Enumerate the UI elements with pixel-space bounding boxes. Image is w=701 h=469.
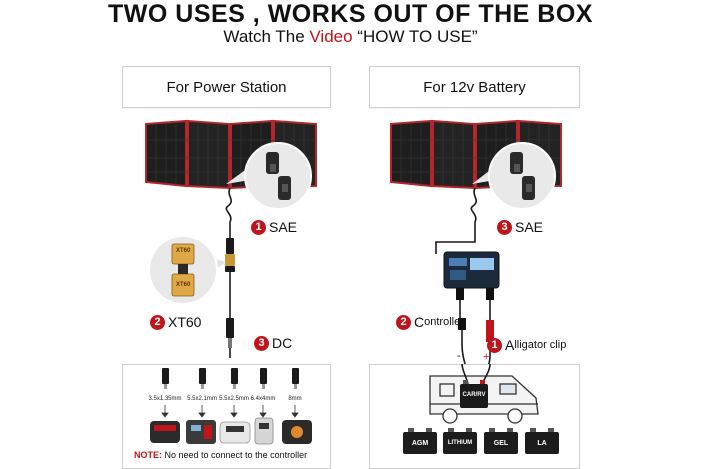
step-label-initial: C [414, 314, 425, 330]
step-number: 2 [150, 314, 165, 330]
battery-type-label: GEL [493, 439, 509, 447]
sae-connector-icon-left [226, 142, 312, 210]
dc-plug-icon [226, 318, 234, 348]
video-link[interactable]: Video [309, 27, 353, 46]
battery-icon-lithium: LITHIUM [443, 428, 477, 454]
step-number: 1 [487, 337, 502, 353]
dc-tip-size: 5.5x2.5mm [219, 396, 249, 402]
battery-header: For 12v Battery [369, 66, 580, 108]
subtitle-prefix: Watch The [223, 27, 310, 46]
minus-sign: - [457, 350, 461, 362]
step-label-rest: lligator clip [514, 339, 567, 351]
plus-sign: + [483, 351, 490, 363]
step-number: 3 [254, 335, 269, 351]
step-label-rest: ontroller [424, 316, 464, 328]
battery-type-label: LA [537, 439, 547, 447]
battery-icon-agm: AGM [403, 428, 437, 454]
alligator-clip-icon [458, 318, 494, 342]
battery-icon-la: LA [525, 428, 559, 454]
step-number: 2 [396, 314, 411, 330]
xt60-connector-icon [225, 238, 235, 272]
battery-type-label: LITHIUM [447, 440, 473, 446]
step-label: SAE [269, 219, 298, 235]
rv-battery-label: CAR/RV [462, 392, 486, 398]
dc-tip-size: 6.4x4mm [250, 396, 276, 402]
cable-left [225, 187, 232, 358]
xt60-zoom-callout [148, 235, 226, 305]
xt60-adapter-bottom-label: XT60 [176, 282, 191, 288]
battery-type-label: AGM [411, 439, 429, 447]
step-label: XT60 [168, 314, 202, 330]
step-label-initial: A [505, 337, 515, 353]
note-label: NOTE: [134, 450, 162, 460]
step-label: SAE [515, 219, 544, 235]
sae-connector-icon-right [472, 142, 556, 210]
dc-tip-size: 3.5x1.35mm [148, 396, 182, 402]
page-subtitle: Watch The Video “HOW TO USE” [0, 27, 701, 47]
power-station-header-label: For Power Station [166, 78, 287, 96]
subtitle-suffix: “HOW TO USE” [352, 27, 478, 46]
xt60-adapter-top-label: XT60 [176, 248, 191, 254]
step-number: 1 [251, 219, 266, 235]
note-text: NOTE: No need to connect to the controll… [134, 450, 307, 460]
page-title: TWO USES , WORKS OUT OF THE BOX [108, 0, 593, 28]
note-body: No need to connect to the controller [162, 450, 308, 460]
battery-icon-gel: GEL [484, 428, 518, 454]
step-label: DC [272, 335, 293, 351]
charge-controller-icon [443, 251, 500, 300]
battery-header-label: For 12v Battery [423, 78, 526, 96]
step-number: 3 [497, 219, 512, 235]
dc-tip-size: 8mm [288, 396, 302, 402]
dc-tip-size: 5.5x2.1mm [187, 396, 217, 402]
power-station-header: For Power Station [122, 66, 331, 108]
